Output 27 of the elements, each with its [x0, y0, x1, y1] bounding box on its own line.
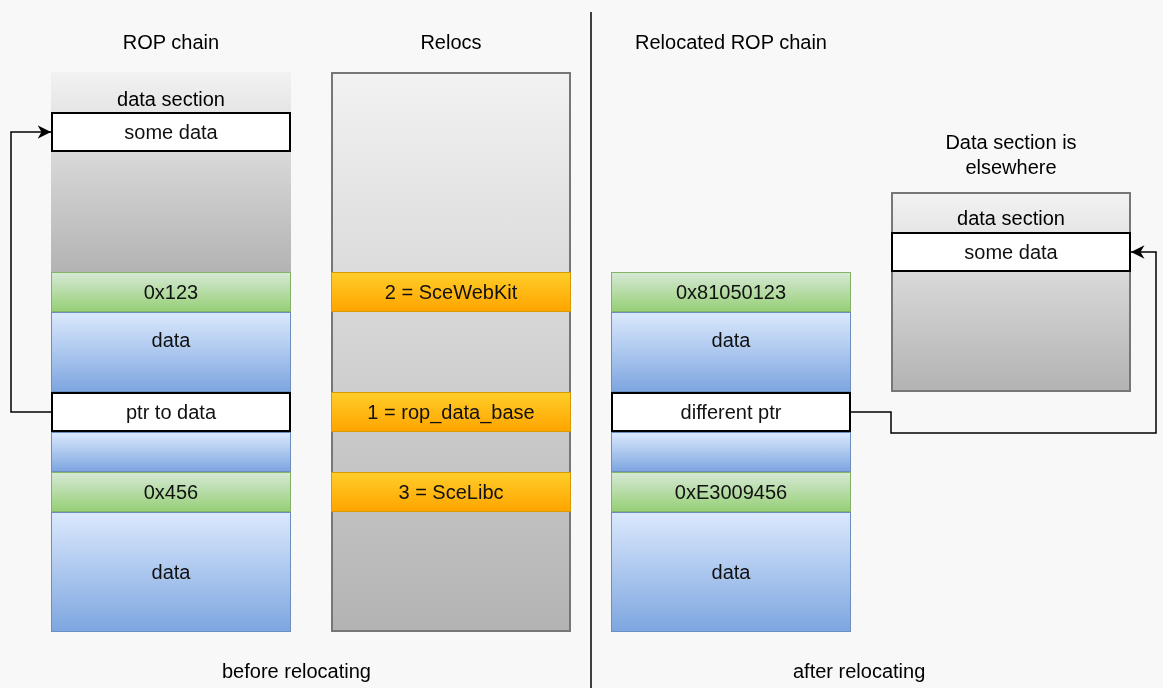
relocation-entry: 2 = SceWebKit	[331, 272, 571, 312]
memory-slot: ptr to data	[51, 392, 291, 432]
arrow	[850, 245, 1157, 434]
memory-slot: some data	[51, 112, 291, 152]
memory-bar	[51, 432, 291, 472]
relocation-entry: 1 = rop_data_base	[331, 392, 571, 432]
data-block: data	[51, 512, 291, 632]
relocation-entry: 3 = SceLibc	[331, 472, 571, 512]
data-block: data	[611, 312, 851, 392]
arrow	[10, 125, 52, 413]
memory-slot: different ptr	[611, 392, 851, 432]
address-value-slot: 0x81050123	[611, 272, 851, 312]
memory-slot: some data	[891, 232, 1131, 272]
column-heading: Relocs	[419, 30, 483, 55]
address-value-slot: 0x123	[51, 272, 291, 312]
column-heading: ROP chain	[121, 30, 221, 55]
column-heading: Data section is elsewhere	[944, 130, 1078, 180]
section-label: data section	[116, 88, 226, 111]
column-heading: Relocated ROP chain	[634, 30, 828, 55]
section-label: data section	[956, 207, 1066, 230]
data-block: data	[611, 512, 851, 632]
address-value-slot: 0xE3009456	[611, 472, 851, 512]
address-value-slot: 0x456	[51, 472, 291, 512]
data-block: data	[51, 312, 291, 392]
caption-label: before relocating	[222, 660, 371, 683]
memory-bar	[611, 432, 851, 472]
caption-label: after relocating	[793, 660, 926, 683]
